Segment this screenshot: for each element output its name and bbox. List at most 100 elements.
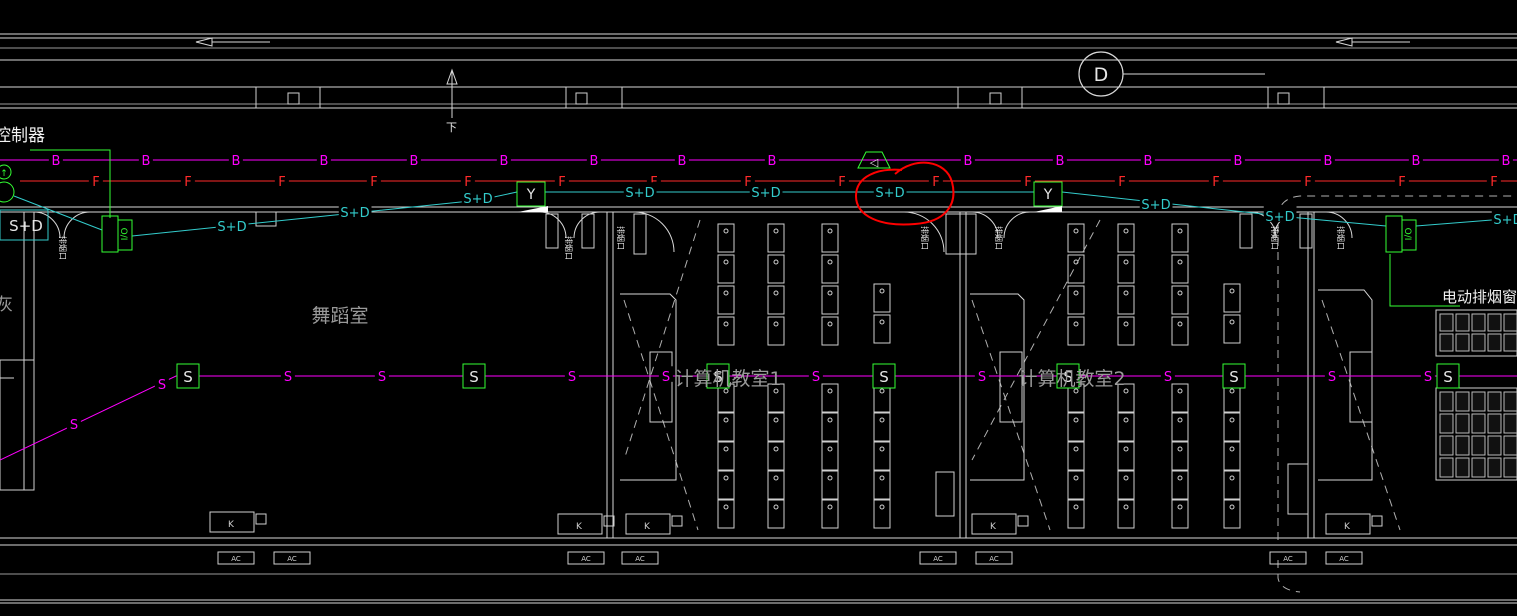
s-label-bg xyxy=(658,366,673,382)
desk-chair xyxy=(1073,446,1079,452)
desk xyxy=(1117,499,1135,529)
desk-chair xyxy=(723,446,729,452)
f-label: F xyxy=(838,175,845,190)
s-box-icon xyxy=(1222,363,1246,389)
desk-chair xyxy=(1073,228,1079,234)
svg-text:◁: ◁ xyxy=(870,156,879,169)
desk xyxy=(1171,499,1189,529)
seat xyxy=(1439,333,1454,352)
seat xyxy=(1487,457,1502,478)
module-right: Y xyxy=(1033,181,1063,212)
seat xyxy=(1439,391,1454,412)
left-sd-box: S+D xyxy=(0,209,49,241)
desk-chair xyxy=(1177,504,1183,510)
s-label-bg xyxy=(1420,366,1435,382)
f-label-bg xyxy=(274,171,289,187)
cabinet-label: K xyxy=(990,522,997,532)
desk-chair xyxy=(879,417,885,423)
f-label-bg xyxy=(1208,171,1223,187)
desk-chair xyxy=(879,288,885,294)
desk xyxy=(873,441,891,471)
s-label: S xyxy=(1424,370,1432,385)
f-label: F xyxy=(744,175,751,190)
sd-label: S+D xyxy=(217,220,246,235)
ac-unit-label: AC xyxy=(635,555,645,563)
sd-label: S+D xyxy=(625,186,654,201)
desk xyxy=(1067,441,1085,471)
s-label-bg xyxy=(974,366,989,382)
desk-chair xyxy=(1177,259,1183,265)
seat xyxy=(1439,435,1454,456)
desk xyxy=(767,441,785,471)
b-label: B xyxy=(1412,154,1421,169)
b-label: B xyxy=(1234,154,1243,169)
sd-line: S+DS+DS+DS+DS+DS+DS+DS+DS+D xyxy=(13,182,1517,237)
desk-chair xyxy=(1073,504,1079,510)
desk xyxy=(767,412,785,442)
cabinet-knob xyxy=(1017,515,1029,527)
s-box-icon xyxy=(176,363,200,389)
desk-chair xyxy=(1177,446,1183,452)
b-label: B xyxy=(410,154,419,169)
b-label-bg xyxy=(48,150,63,166)
desk xyxy=(767,499,785,529)
desk-chair xyxy=(1177,290,1183,296)
ac-unit-label: AC xyxy=(581,555,591,563)
b-label-bg xyxy=(138,150,153,166)
f-label: F xyxy=(1024,175,1031,190)
seat xyxy=(1471,313,1486,332)
desk xyxy=(1171,254,1189,284)
green-devices: O/I O/I Y Y ◁ ↑ S+D xyxy=(0,149,1460,307)
desk xyxy=(1067,499,1085,529)
cabinet-icon xyxy=(209,511,255,533)
desk xyxy=(717,441,735,471)
desk-chair xyxy=(1177,475,1183,481)
s-box-label: S xyxy=(469,368,479,386)
desk xyxy=(1171,383,1189,413)
desk-chair xyxy=(1123,228,1129,234)
desk-chair xyxy=(773,417,779,423)
vertical-tags: 排烟口 排烟口 排烟口 排烟口 排烟口 排烟口 排烟口 xyxy=(58,226,1346,260)
seat xyxy=(1503,413,1517,434)
main-walls xyxy=(0,195,1517,604)
desk xyxy=(717,285,735,315)
seat xyxy=(1455,333,1470,352)
sd-label-bg xyxy=(1491,209,1517,225)
desk-chair xyxy=(723,290,729,296)
cabinet-icon xyxy=(971,513,1017,535)
desk xyxy=(1171,470,1189,500)
controller-label-right: 电动排烟窗控 xyxy=(1442,288,1517,306)
speaker-icon: ◁ xyxy=(857,151,891,169)
sd-label-bg xyxy=(749,182,783,198)
ac-unit-icon xyxy=(919,551,957,565)
desk xyxy=(717,499,735,529)
b-label-bg xyxy=(1230,150,1245,166)
desk-chair xyxy=(1177,417,1183,423)
cabinet-label: K xyxy=(228,520,235,530)
desk xyxy=(1117,412,1135,442)
f-label: F xyxy=(370,175,377,190)
desk-chair xyxy=(1229,288,1235,294)
ac-unit-label: AC xyxy=(989,555,999,563)
cabinet-label: K xyxy=(576,522,583,532)
f-label-bg xyxy=(928,171,943,187)
desk-chair xyxy=(773,290,779,296)
b-label: B xyxy=(142,154,151,169)
svg-text:Y: Y xyxy=(526,187,536,203)
desk-chair xyxy=(773,259,779,265)
b-label: B xyxy=(964,154,973,169)
s-box-icon xyxy=(1436,363,1460,389)
s-box-icon xyxy=(706,363,730,389)
desk-chair xyxy=(879,475,885,481)
desk-chair xyxy=(1123,321,1129,327)
ac-unit-icon xyxy=(1269,551,1307,565)
cabinet-icon xyxy=(557,513,603,535)
desk xyxy=(717,223,735,253)
seating-block xyxy=(1435,309,1517,481)
desk-chair xyxy=(1073,321,1079,327)
s-box-label: S xyxy=(1229,368,1239,386)
f-label-bg xyxy=(1114,171,1129,187)
desk-chair xyxy=(1123,475,1129,481)
svg-text:排烟口: 排烟口 xyxy=(994,226,1004,250)
desk xyxy=(767,470,785,500)
